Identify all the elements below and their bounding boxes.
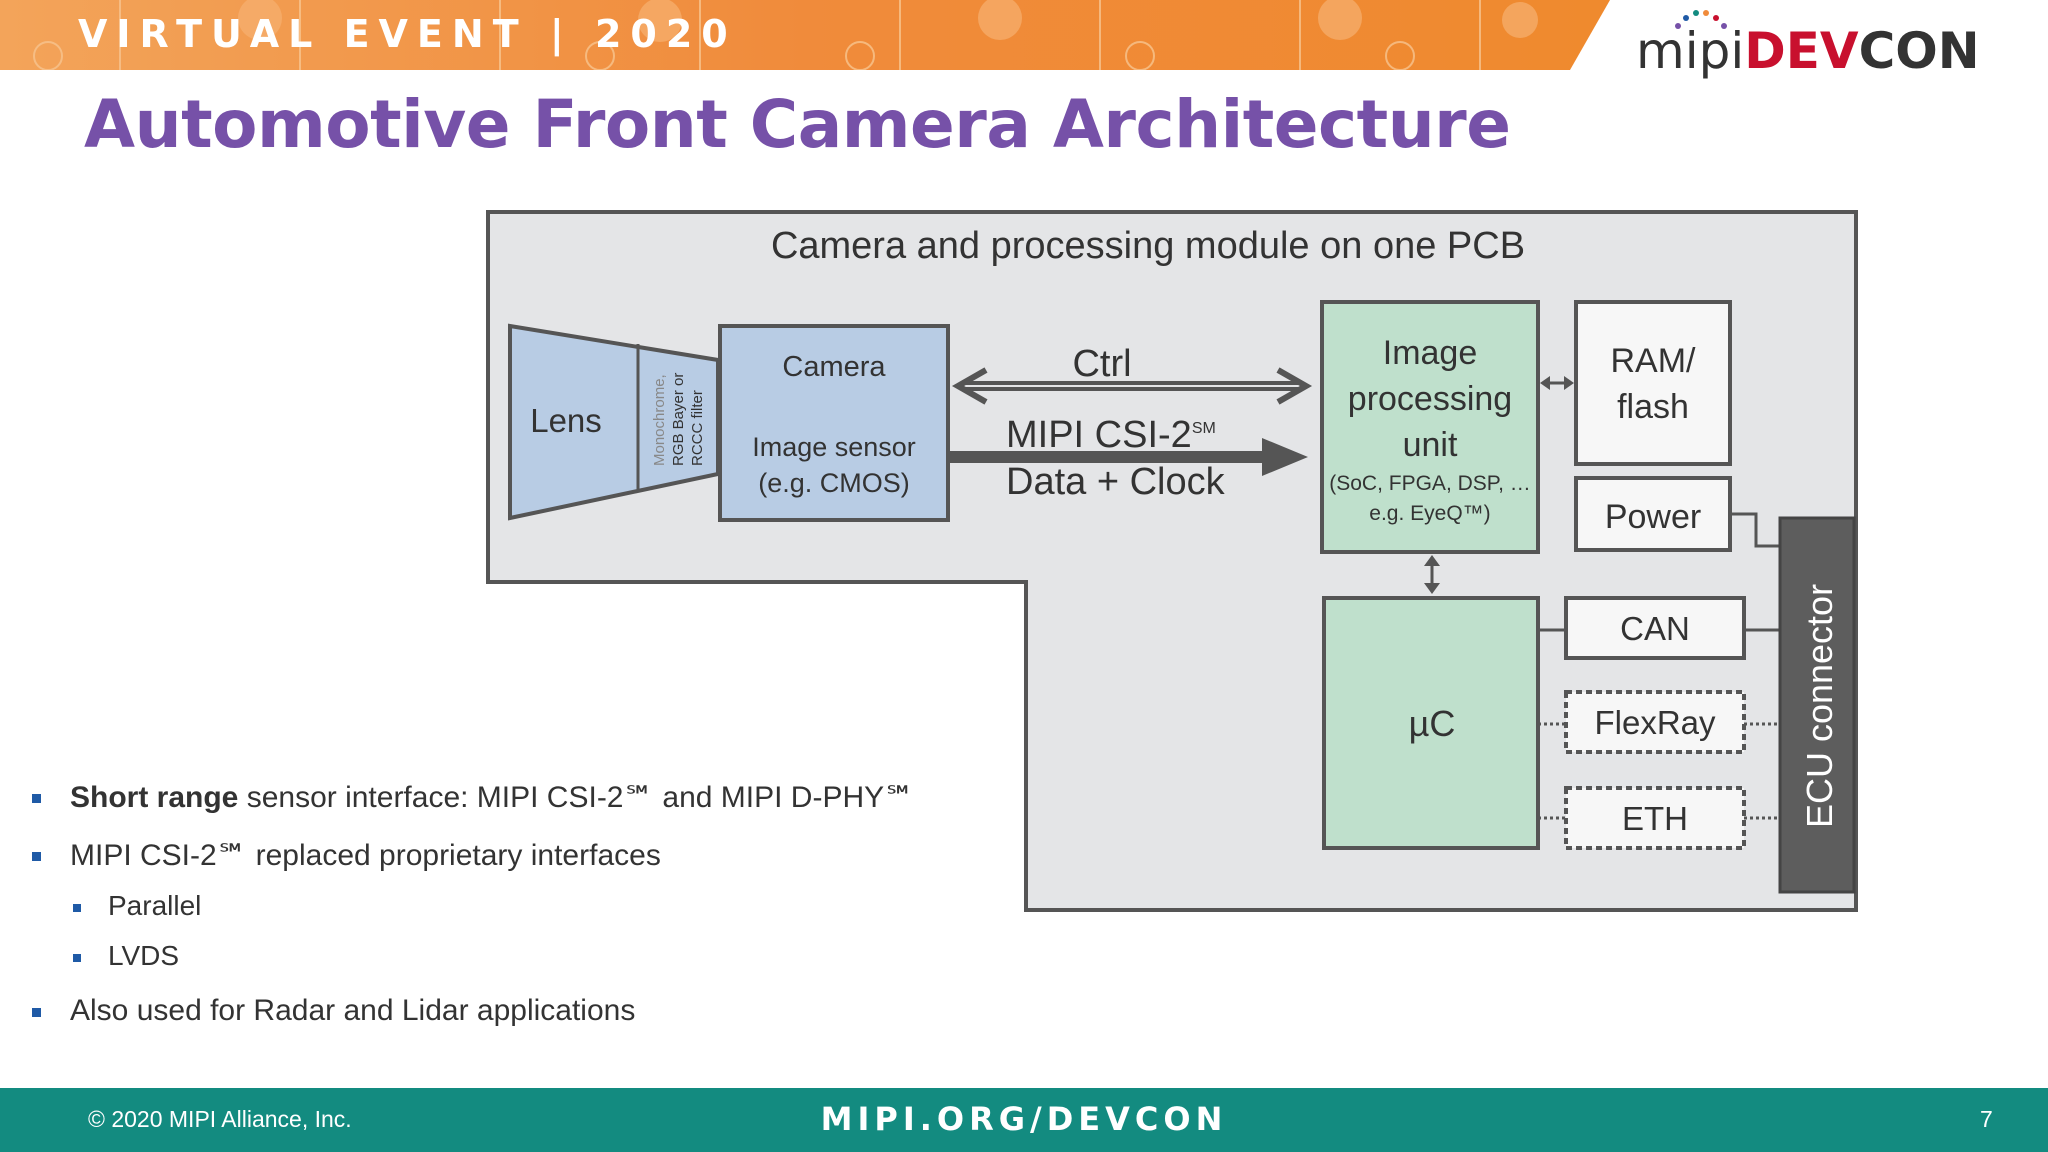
ipu-line3: unit [1403,426,1458,464]
eth-box [1564,786,1746,850]
ecu-connector [1778,516,1856,894]
bullet-marker [73,954,81,962]
csi-data-arrow [950,438,1308,476]
bullet-1-text: sensor interface: MIPI CSI-2℠ and MIPI D… [238,781,915,814]
camera-box [718,324,950,522]
camera-title: Camera [782,351,886,383]
logo-mipi: mipi [1636,22,1745,80]
bullet-3-text: Also used for Radar and Lidar applicatio… [70,994,636,1027]
bullet-marker [32,794,41,803]
can-box [1564,596,1746,660]
slide-title: Automotive Front Camera Architecture [84,86,1511,163]
can-label: CAN [1620,610,1690,647]
eth-label: ETH [1622,800,1688,837]
lens-label: Lens [530,402,602,439]
banner-title: VIRTUAL EVENT | 2020 [78,12,737,56]
ipu-line1: Image [1383,334,1478,372]
mipi-devcon-logo: mipiDEVCON [1636,22,1980,80]
ipu-line2: processing [1348,380,1512,418]
ipu-sub1: (SoC, FPGA, DSP, … [1329,472,1531,495]
sub-bullet-1-text: Parallel [108,890,202,921]
bullet-marker [32,852,41,861]
ctrl-label: Ctrl [1072,343,1131,385]
footer-copyright: © 2020 MIPI Alliance, Inc. [88,1106,352,1132]
microcontroller-box [1322,596,1540,850]
ram-line2: flash [1617,388,1689,426]
ctrl-arrow [951,367,1313,405]
bullet-1-bold: Short range [70,781,239,814]
ipu-sub2: e.g. EyeQ™) [1369,502,1490,525]
logo-con: CON [1858,22,1980,80]
bullet-marker [32,1008,41,1017]
module-label: Camera and processing module on one PCB [771,225,1525,267]
power-label: Power [1605,498,1701,536]
bullet-2-text: MIPI CSI-2℠ replaced proprietary interfa… [70,839,661,872]
image-processing-unit [1320,300,1540,554]
power-box [1574,476,1732,552]
ipu-uc-arrow [1424,555,1440,594]
bullet-marker [73,904,81,912]
flexray-box [1564,690,1746,754]
flexray-label: FlexRay [1594,704,1716,741]
ecu-label: ECU connector [1799,584,1840,828]
filter-label-1: Monochrome, [651,374,668,466]
data-clock-label: Data + Clock [1006,461,1226,503]
ram-line1: RAM/ [1611,342,1697,380]
footer-bar: © 2020 MIPI Alliance, Inc. MIPI.ORG/DEVC… [0,1088,2048,1152]
uc-label: µC [1409,703,1456,744]
ram-flash-box [1574,300,1732,466]
logo-dots-icon [1675,10,1727,29]
csi-label: MIPI CSI-2SM [1006,414,1216,456]
logo-dev: DEV [1744,22,1859,80]
sensor-line2: (e.g. CMOS) [758,468,910,498]
footer-url[interactable]: MIPI.ORG/DEVCON [820,1100,1228,1138]
filter-label-3: RCCC filter [689,390,706,466]
ipu-ram-arrow [1540,376,1574,390]
page-number: 7 [1980,1106,1993,1132]
sub-bullet-2-text: LVDS [108,940,180,971]
filter-label-2: RGB Bayer or [670,373,687,466]
sensor-line1: Image sensor [752,432,916,462]
event-banner [0,0,1610,70]
